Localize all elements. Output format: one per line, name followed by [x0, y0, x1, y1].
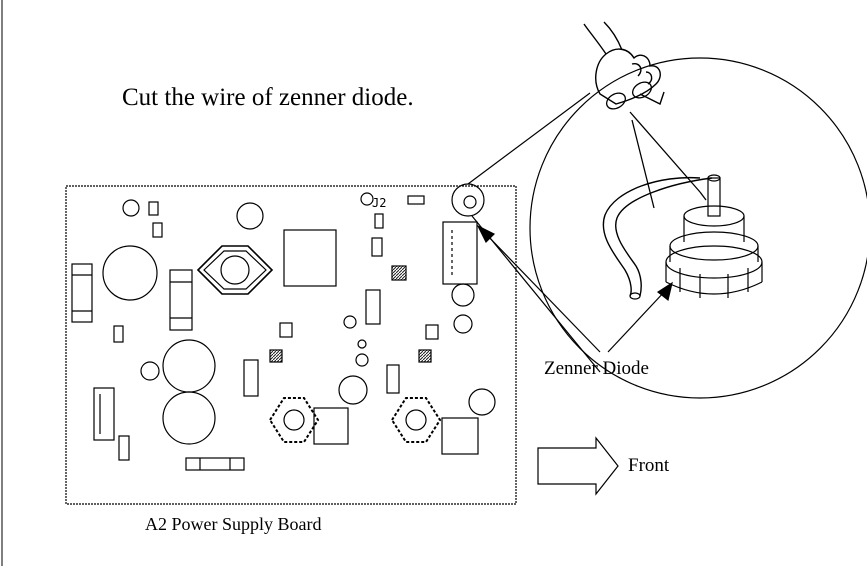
diode-cap — [683, 205, 745, 227]
regulator-block — [441, 417, 479, 455]
magnifier-circle — [529, 57, 867, 399]
capacitor-large — [162, 339, 216, 393]
power-supply-board — [65, 183, 517, 505]
connector — [93, 387, 115, 441]
scissors-icon — [606, 81, 707, 209]
capacitor-small — [140, 361, 160, 381]
capacitor-small — [343, 315, 357, 329]
fuse — [185, 457, 245, 471]
capacitor-small — [360, 192, 374, 206]
capacitor-small — [468, 388, 496, 416]
ic-chip — [269, 349, 283, 363]
magnified-view — [467, 21, 867, 399]
board-caption: A2 Power Supply Board — [145, 514, 322, 534]
ic-dip — [365, 289, 381, 325]
capacitor-small — [122, 199, 140, 217]
zener-pointer-arrows — [476, 224, 673, 353]
capacitor-small — [236, 202, 264, 230]
diode-wire — [602, 176, 701, 297]
board-outline — [65, 185, 517, 505]
resistor — [148, 201, 159, 216]
resistor — [425, 324, 439, 340]
fuse-holder — [71, 263, 93, 323]
diode-lead — [707, 177, 721, 217]
hand-icon — [583, 21, 665, 105]
header-connector — [442, 221, 478, 285]
capacitor-large — [102, 245, 158, 301]
resistor — [113, 325, 124, 343]
capacitor-large — [162, 391, 216, 445]
zener-diode-location — [451, 183, 485, 217]
ic-chip — [418, 349, 432, 363]
capacitor-small — [355, 353, 369, 367]
resistor — [118, 435, 130, 461]
resistor — [371, 237, 383, 257]
ic-chip — [391, 265, 407, 281]
capacitor-small — [451, 283, 475, 307]
capacitor-small — [453, 314, 473, 334]
connector-j2 — [407, 195, 425, 205]
zener-diode-label: Zenner Diode — [544, 358, 649, 379]
connector-label: J2 — [372, 196, 387, 210]
resistor — [279, 322, 293, 338]
front-arrow-icon — [537, 436, 619, 496]
resistor — [386, 364, 400, 394]
front-direction-label: Front — [628, 455, 670, 476]
resistor — [374, 213, 384, 229]
capacitor-small — [338, 375, 368, 405]
capacitor-small — [357, 339, 367, 349]
resistor — [152, 222, 163, 238]
fuse-holder — [169, 269, 193, 331]
callout-line — [467, 92, 591, 185]
transformer — [283, 229, 337, 287]
power-transistor — [196, 245, 274, 295]
diode-nut — [665, 245, 763, 279]
resistor — [243, 359, 259, 397]
heatsink-regulator — [268, 397, 320, 443]
heatsink-regulator — [390, 397, 442, 443]
diagram-title: Cut the wire of zenner diode. — [122, 84, 414, 111]
regulator-block — [313, 407, 349, 445]
